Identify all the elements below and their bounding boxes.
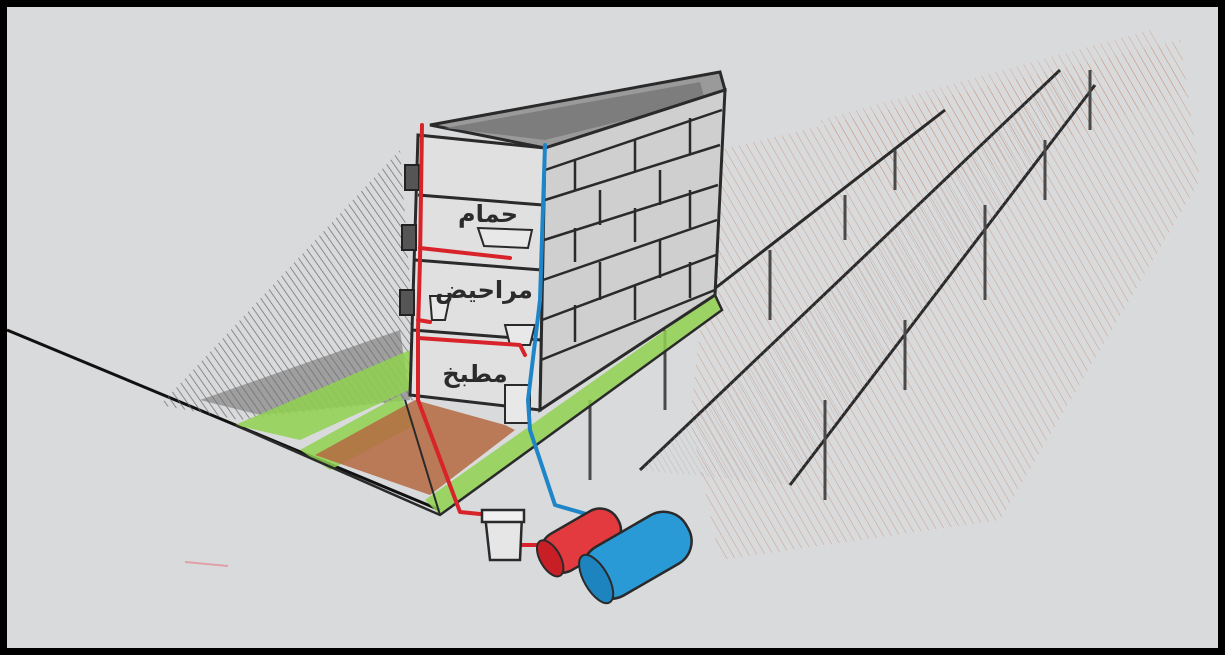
label-bathroom: حمام [458,200,518,228]
stray-mark [185,562,228,566]
building: حمام مراحيض مطبخ [400,72,725,423]
label-toilets: مراحيض [435,276,533,304]
pencil-sketch: حمام مراحيض مطبخ [7,7,1218,648]
water-heater-box [482,510,524,560]
label-kitchen: مطبخ [442,360,507,388]
